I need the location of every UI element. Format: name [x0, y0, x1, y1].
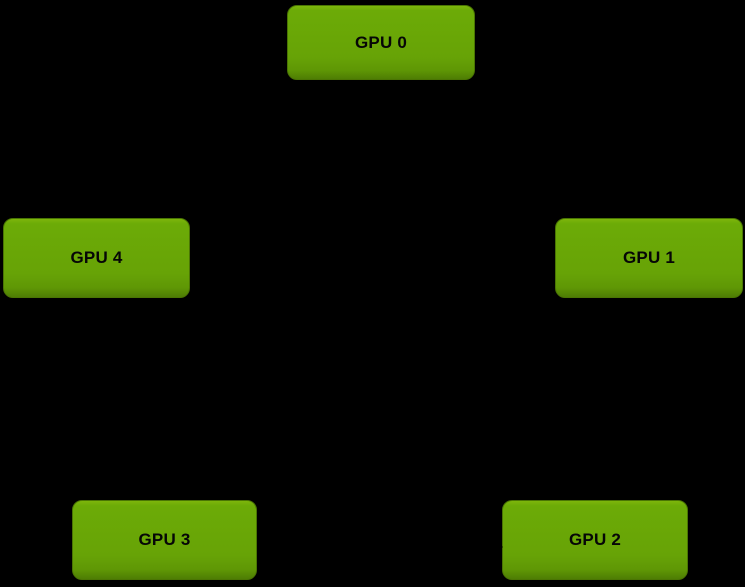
gpu-node-1: GPU 1: [555, 218, 743, 298]
gpu-node-label: GPU 2: [568, 530, 622, 549]
gpu-node-label: GPU 3: [138, 530, 191, 549]
gpu-node-4: GPU 4: [3, 218, 190, 298]
gpu-node-3: GPU 3: [72, 500, 257, 580]
gpu-node-label: GPU 1: [622, 248, 676, 267]
gpu-node-label: GPU 4: [70, 248, 123, 267]
gpu-node-2: GPU 2: [502, 500, 688, 580]
arrowhead-artifact-icon: [495, 542, 503, 552]
gpu-node-label: GPU 0: [354, 32, 408, 52]
gpu-node-0: GPU 0: [287, 5, 475, 80]
